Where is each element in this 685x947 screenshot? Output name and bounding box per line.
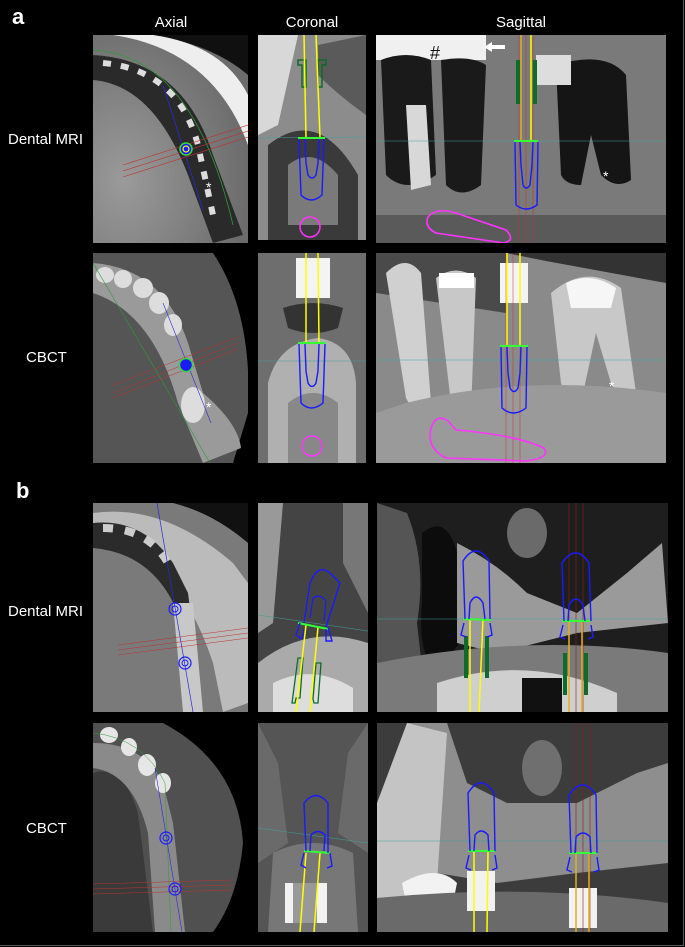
- left-arrow-icon: [484, 42, 505, 52]
- image-b-mri-axial: [93, 503, 248, 712]
- hash-marker: #: [430, 43, 440, 63]
- image-a-mri-coronal: [258, 35, 366, 240]
- asterisk-marker: *: [603, 168, 609, 184]
- asterisk-marker: *: [206, 399, 212, 415]
- image-b-mri-coronal: [258, 503, 368, 712]
- image-b-cbct-axial: [93, 723, 248, 932]
- row-label-b-mri: Dental MRI: [8, 603, 84, 620]
- image-b-mri-sagittal: [377, 503, 668, 712]
- image-a-cbct-sagittal: *: [376, 253, 666, 463]
- asterisk-marker: *: [609, 378, 615, 394]
- image-a-cbct-axial: *: [93, 253, 248, 463]
- image-a-mri-axial: *: [93, 35, 248, 243]
- image-b-cbct-coronal: [258, 723, 368, 932]
- panel-letter-a: a: [12, 4, 25, 29]
- column-header-sagittal: Sagittal: [495, 14, 547, 31]
- row-label-b-cbct: CBCT: [26, 820, 67, 837]
- asterisk-marker: *: [206, 179, 212, 195]
- column-header-axial: Axial: [154, 14, 188, 31]
- image-a-mri-sagittal: # *: [376, 35, 666, 243]
- column-header-coronal: Coronal: [285, 14, 339, 31]
- panel-letter-b: b: [16, 478, 30, 503]
- row-label-a-mri: Dental MRI: [8, 131, 84, 148]
- image-b-cbct-sagittal: [377, 723, 668, 932]
- image-a-cbct-coronal: [258, 253, 366, 463]
- row-label-a-cbct: CBCT: [26, 349, 67, 366]
